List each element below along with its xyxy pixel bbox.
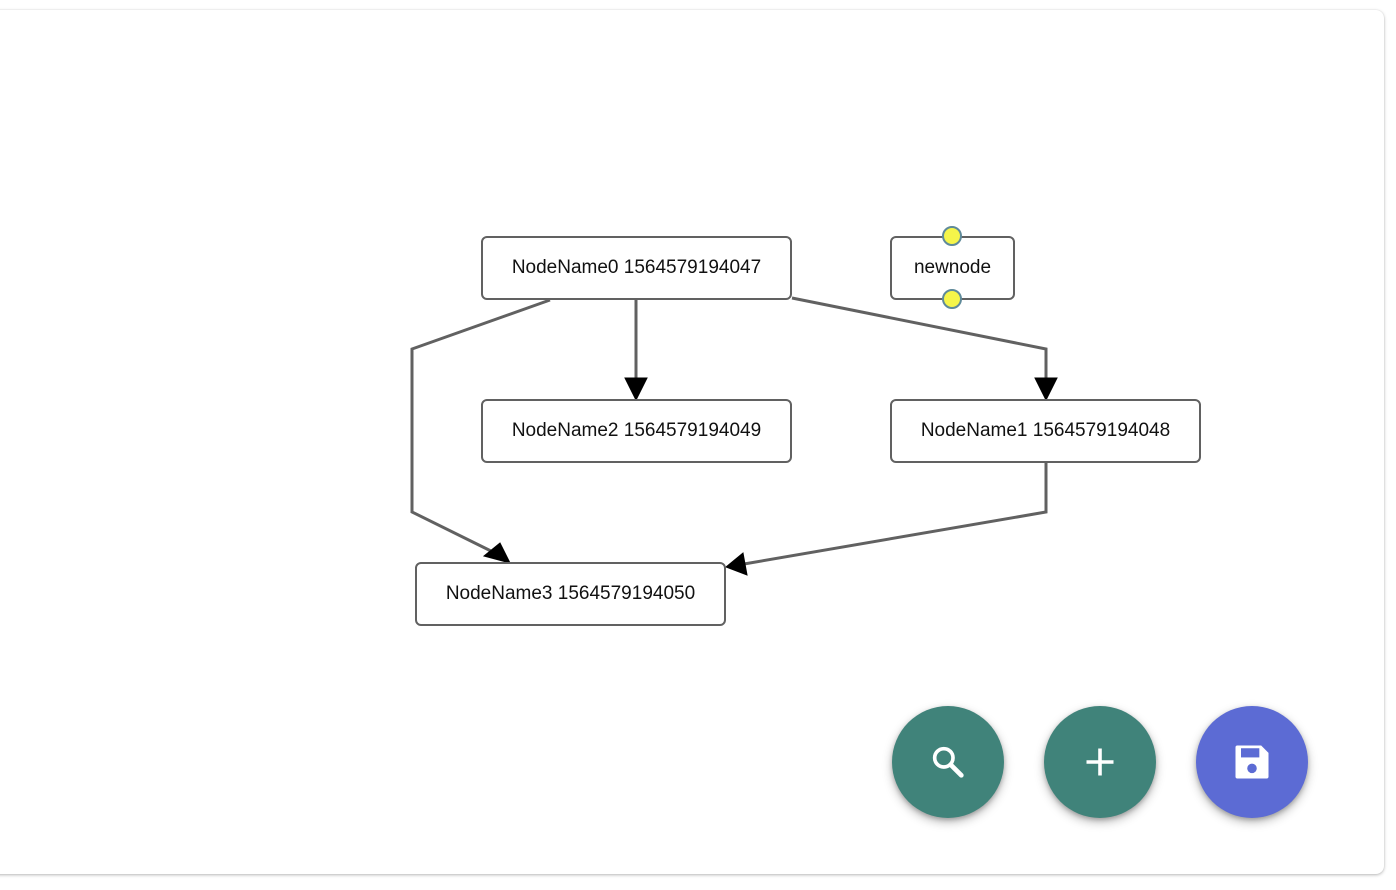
search-button[interactable] xyxy=(892,706,1004,818)
search-icon xyxy=(932,746,964,778)
node-label: NodeName3 1564579194050 xyxy=(445,583,696,604)
edge-arrowhead xyxy=(624,377,648,402)
floppy-disk-icon xyxy=(1235,745,1269,779)
graph-node[interactable]: NodeName2 1564579194049 xyxy=(481,399,792,463)
node-label: NodeName1 1564579194048 xyxy=(920,420,1171,441)
edge-node0-to-node1[interactable] xyxy=(791,296,1048,380)
edge-arrowhead xyxy=(725,552,748,576)
output-port-handle[interactable] xyxy=(942,289,962,309)
add-node-button[interactable] xyxy=(1044,706,1156,818)
graph-node[interactable]: NodeName0 1564579194047 xyxy=(481,236,792,300)
save-button[interactable] xyxy=(1196,706,1308,818)
graph-node[interactable]: NodeName3 1564579194050 xyxy=(415,562,726,626)
node-label: NodeName0 1564579194047 xyxy=(511,257,762,278)
edge-node0-to-node3[interactable] xyxy=(410,298,551,554)
edge-arrowhead xyxy=(482,542,511,564)
node-label: NodeName2 1564579194049 xyxy=(511,420,762,441)
input-port-handle[interactable] xyxy=(942,226,962,246)
edge-node1-to-node3[interactable] xyxy=(743,463,1048,566)
edge-arrowhead xyxy=(1034,377,1058,402)
plus-icon xyxy=(1086,748,1114,776)
graph-node[interactable]: NodeName1 1564579194048 xyxy=(890,399,1201,463)
node-label: newnode xyxy=(913,257,992,278)
